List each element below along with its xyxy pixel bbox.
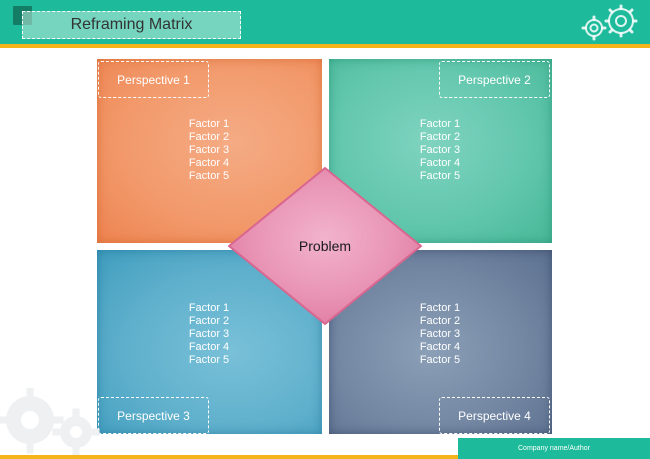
perspective-2-label: Perspective 2 (439, 61, 550, 98)
factor-item: Factor 2 (419, 315, 461, 327)
header-stripe (0, 44, 650, 48)
problem-diamond (228, 167, 422, 325)
quadrant-3-factors: Factor 1 Factor 2 Factor 3 Factor 4 Fact… (169, 302, 249, 367)
factor-item: Factor 4 (419, 157, 461, 169)
quadrant-1-factors: Factor 1 Factor 2 Factor 3 Factor 4 Fact… (169, 118, 249, 183)
perspective-1-label: Perspective 1 (98, 61, 209, 98)
quadrant-4-factors: Factor 1 Factor 2 Factor 3 Factor 4 Fact… (400, 302, 480, 367)
factor-item: Factor 2 (188, 315, 230, 327)
factor-item: Factor 1 (419, 118, 461, 130)
gears-icon (0, 388, 100, 456)
page-title: Reframing Matrix (22, 11, 241, 39)
factor-item: Factor 4 (419, 341, 461, 353)
factor-item: Factor 2 (188, 131, 230, 143)
factor-item: Factor 3 (419, 328, 461, 340)
factor-item: Factor 4 (188, 341, 230, 353)
factor-item: Factor 5 (188, 354, 230, 366)
problem-label: Problem (298, 238, 352, 254)
footer-stripe (0, 455, 650, 459)
factor-item: Factor 1 (419, 302, 461, 314)
factor-item: Factor 3 (188, 144, 230, 156)
quadrant-2-factors: Factor 1 Factor 2 Factor 3 Factor 4 Fact… (400, 118, 480, 183)
factor-item: Factor 3 (188, 328, 230, 340)
factor-item: Factor 5 (188, 170, 230, 182)
gears-icon (581, 4, 638, 41)
perspective-3-label: Perspective 3 (98, 397, 209, 434)
factor-item: Factor 1 (188, 302, 230, 314)
factor-item: Factor 5 (419, 354, 461, 366)
factor-item: Factor 1 (188, 118, 230, 130)
factor-item: Factor 2 (419, 131, 461, 143)
company-author-label: Company name/Author (458, 438, 650, 459)
factor-item: Factor 3 (419, 144, 461, 156)
perspective-4-label: Perspective 4 (439, 397, 550, 434)
factor-item: Factor 5 (419, 170, 461, 182)
factor-item: Factor 4 (188, 157, 230, 169)
